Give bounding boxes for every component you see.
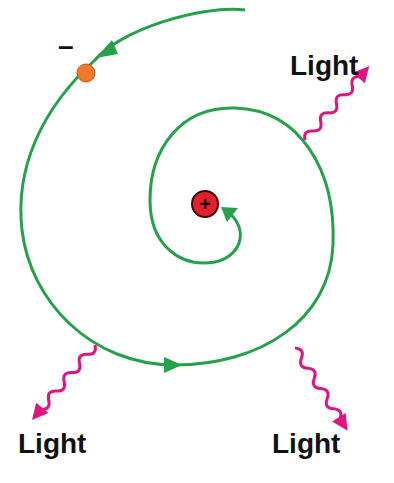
light-wave-arrow	[288, 344, 354, 435]
charge-sign: –	[58, 30, 74, 62]
light-label: Light	[18, 428, 86, 460]
spiral-arrowhead	[164, 357, 182, 373]
electron-dot	[77, 64, 95, 82]
spiral-path	[21, 9, 333, 365]
nucleus-circle: +	[191, 190, 219, 218]
light-wave-arrow	[26, 340, 101, 425]
spiral-arrowhead	[221, 207, 238, 222]
light-label: Light	[290, 50, 358, 82]
spiral-arrowhead	[96, 40, 118, 58]
charge-sign: +	[199, 194, 211, 214]
light-label: Light	[272, 428, 340, 460]
